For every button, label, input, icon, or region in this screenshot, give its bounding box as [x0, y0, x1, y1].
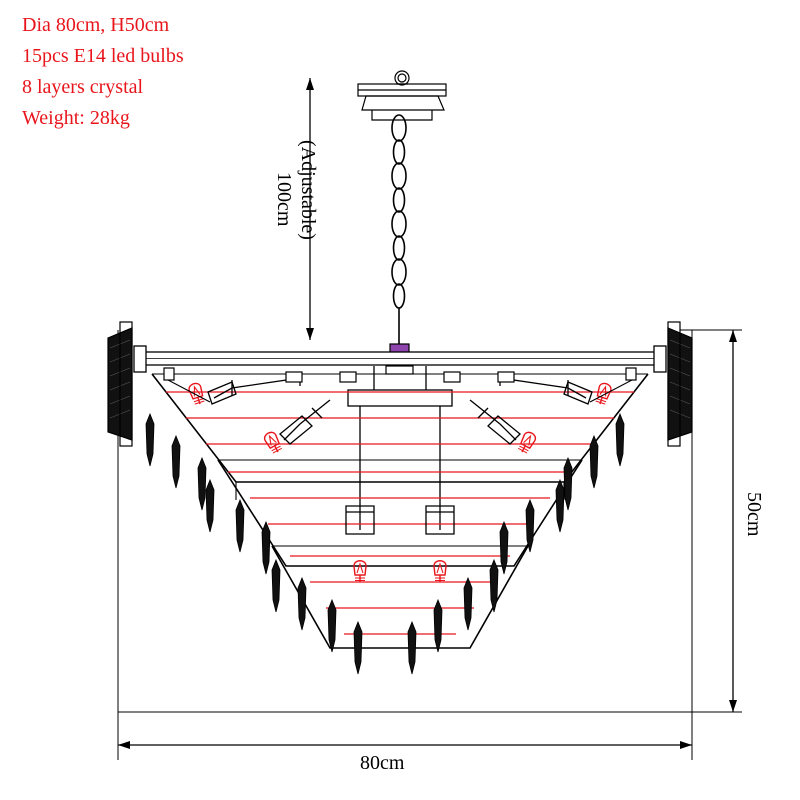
- spec-line-crystal-layers: 8 layers crystal: [22, 76, 144, 98]
- side-crystal-panel-left: [107, 321, 133, 447]
- spec-line-weight: Weight: 28kg: [22, 107, 130, 129]
- drop-height-adjustable-note: (Adjustable): [297, 140, 319, 240]
- drop-height-label: 100cm: [273, 172, 295, 227]
- fixture-height-label: 50cm: [743, 492, 765, 537]
- side-crystal-panel-right: [667, 321, 693, 447]
- bulb-right-upper: [593, 381, 613, 407]
- lamp-arms-and-bulbs: [163, 367, 637, 583]
- bulb-center-right: [433, 560, 447, 583]
- diameter-label: 80cm: [360, 752, 405, 774]
- crystal-drops: [145, 413, 625, 675]
- dimension-lines: [117, 78, 742, 760]
- product-spec-list: Dia 80cm, H50cm 15pcs E14 led bulbs 8 la…: [22, 10, 184, 134]
- top-frame-bar: [133, 345, 667, 530]
- bulb-center-left: [353, 560, 367, 583]
- spec-line-dimensions: Dia 80cm, H50cm: [22, 14, 170, 36]
- ceiling-canopy: [357, 70, 447, 121]
- bulb-left-upper: [187, 381, 207, 407]
- suspension-chain: [391, 114, 407, 344]
- spec-line-bulbs: 15pcs E14 led bulbs: [22, 45, 184, 67]
- tier-frames: [151, 373, 649, 649]
